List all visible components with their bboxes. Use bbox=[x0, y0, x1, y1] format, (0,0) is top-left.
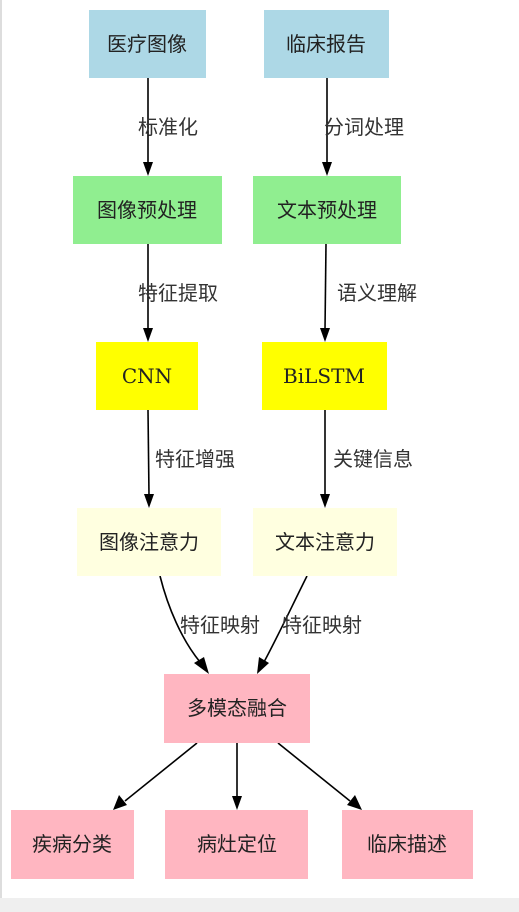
node-lesion-localization: 病灶定位 bbox=[165, 810, 308, 879]
node-box-fusion bbox=[164, 674, 310, 743]
node-clinical-description: 临床描述 bbox=[342, 810, 473, 879]
edge-image-attention-to-fusion bbox=[159, 575, 201, 663]
edge-label-feature-enhance: 特征增强 bbox=[155, 447, 235, 471]
node-text-attention: 文本注意力 bbox=[253, 508, 397, 576]
edge-label-key-info: 关键信息 bbox=[333, 447, 413, 471]
arrow-head-6 bbox=[320, 494, 330, 508]
bottom-border bbox=[0, 898, 519, 912]
node-medical-image: 医疗图像 bbox=[89, 10, 206, 78]
node-label-clinical-report: 临床报告 bbox=[286, 32, 366, 56]
arrow-head-7 bbox=[194, 657, 209, 674]
arrow-head-1 bbox=[143, 162, 153, 176]
arrow-head-8 bbox=[257, 657, 269, 674]
left-border bbox=[0, 0, 2, 912]
edge-label-semantic: 语义理解 bbox=[337, 281, 417, 305]
node-box-lesion-localization bbox=[165, 810, 308, 879]
edge-label-feature-map-right: 特征映射 bbox=[282, 613, 362, 637]
node-label-cnn: CNN bbox=[122, 364, 172, 388]
node-label-image-preprocess: 图像预处理 bbox=[97, 198, 197, 222]
node-box-image-preprocess bbox=[73, 176, 222, 244]
node-clinical-report: 临床报告 bbox=[264, 10, 389, 78]
node-label-clinical-description: 临床描述 bbox=[367, 832, 447, 856]
arrow-head-11 bbox=[347, 795, 362, 810]
node-box-medical-image bbox=[89, 10, 206, 78]
node-label-image-attention: 图像注意力 bbox=[99, 530, 199, 554]
node-box-disease-classification bbox=[11, 810, 134, 879]
edge-text-preprocess-to-bilstm bbox=[324, 243, 327, 331]
edge-label-tokenize: 分词处理 bbox=[324, 115, 404, 139]
edge-label-normalize: 标准化 bbox=[138, 115, 198, 139]
node-label-fusion: 多模态融合 bbox=[187, 696, 287, 720]
arrow-head-5 bbox=[144, 494, 154, 508]
edge-fusion-to-clinical-description bbox=[277, 742, 351, 802]
node-label-disease-classification: 疾病分类 bbox=[32, 832, 112, 856]
node-label-text-preprocess: 文本预处理 bbox=[277, 198, 377, 222]
node-box-cnn bbox=[96, 342, 198, 410]
node-label-bilstm: BiLSTM bbox=[283, 364, 365, 388]
node-text-preprocess: 文本预处理 bbox=[253, 176, 401, 244]
node-box-text-preprocess bbox=[253, 176, 401, 244]
edge-label-feature-extract: 特征提取 bbox=[138, 281, 218, 305]
node-image-attention: 图像注意力 bbox=[77, 508, 221, 576]
node-fusion: 多模态融合 bbox=[164, 674, 310, 743]
node-box-clinical-report bbox=[264, 10, 389, 78]
node-box-image-attention bbox=[77, 508, 221, 576]
edge-labels: 标准化 分词处理 特征提取 语义理解 特征增强 关键信息 特征映射 特征映射 bbox=[138, 115, 417, 637]
node-box-bilstm bbox=[262, 342, 387, 410]
node-bilstm: BiLSTM bbox=[262, 342, 387, 410]
edge-text-attention-to-fusion bbox=[263, 575, 308, 663]
edges bbox=[113, 78, 362, 810]
node-label-medical-image: 医疗图像 bbox=[107, 32, 187, 56]
arrow-head-2 bbox=[322, 162, 332, 176]
node-disease-classification: 疾病分类 bbox=[11, 810, 134, 879]
arrow-head-4 bbox=[320, 328, 330, 342]
arrow-head-9 bbox=[113, 795, 127, 810]
edge-fusion-to-disease-classification bbox=[124, 742, 198, 802]
node-label-lesion-localization: 病灶定位 bbox=[197, 832, 277, 856]
nodes: 医疗图像 临床报告 图像预处理 文本预处理 CNN BiL bbox=[11, 10, 473, 879]
node-box-clinical-description bbox=[342, 810, 473, 879]
node-box-text-attention bbox=[253, 508, 397, 576]
node-image-preprocess: 图像预处理 bbox=[73, 176, 222, 244]
arrow-head-3 bbox=[143, 328, 153, 342]
edge-cnn-to-image-attention bbox=[147, 409, 150, 497]
node-cnn: CNN bbox=[96, 342, 198, 410]
edge-label-feature-map-left: 特征映射 bbox=[180, 613, 260, 637]
node-label-text-attention: 文本注意力 bbox=[275, 530, 375, 554]
arrow-head-10 bbox=[232, 796, 242, 810]
